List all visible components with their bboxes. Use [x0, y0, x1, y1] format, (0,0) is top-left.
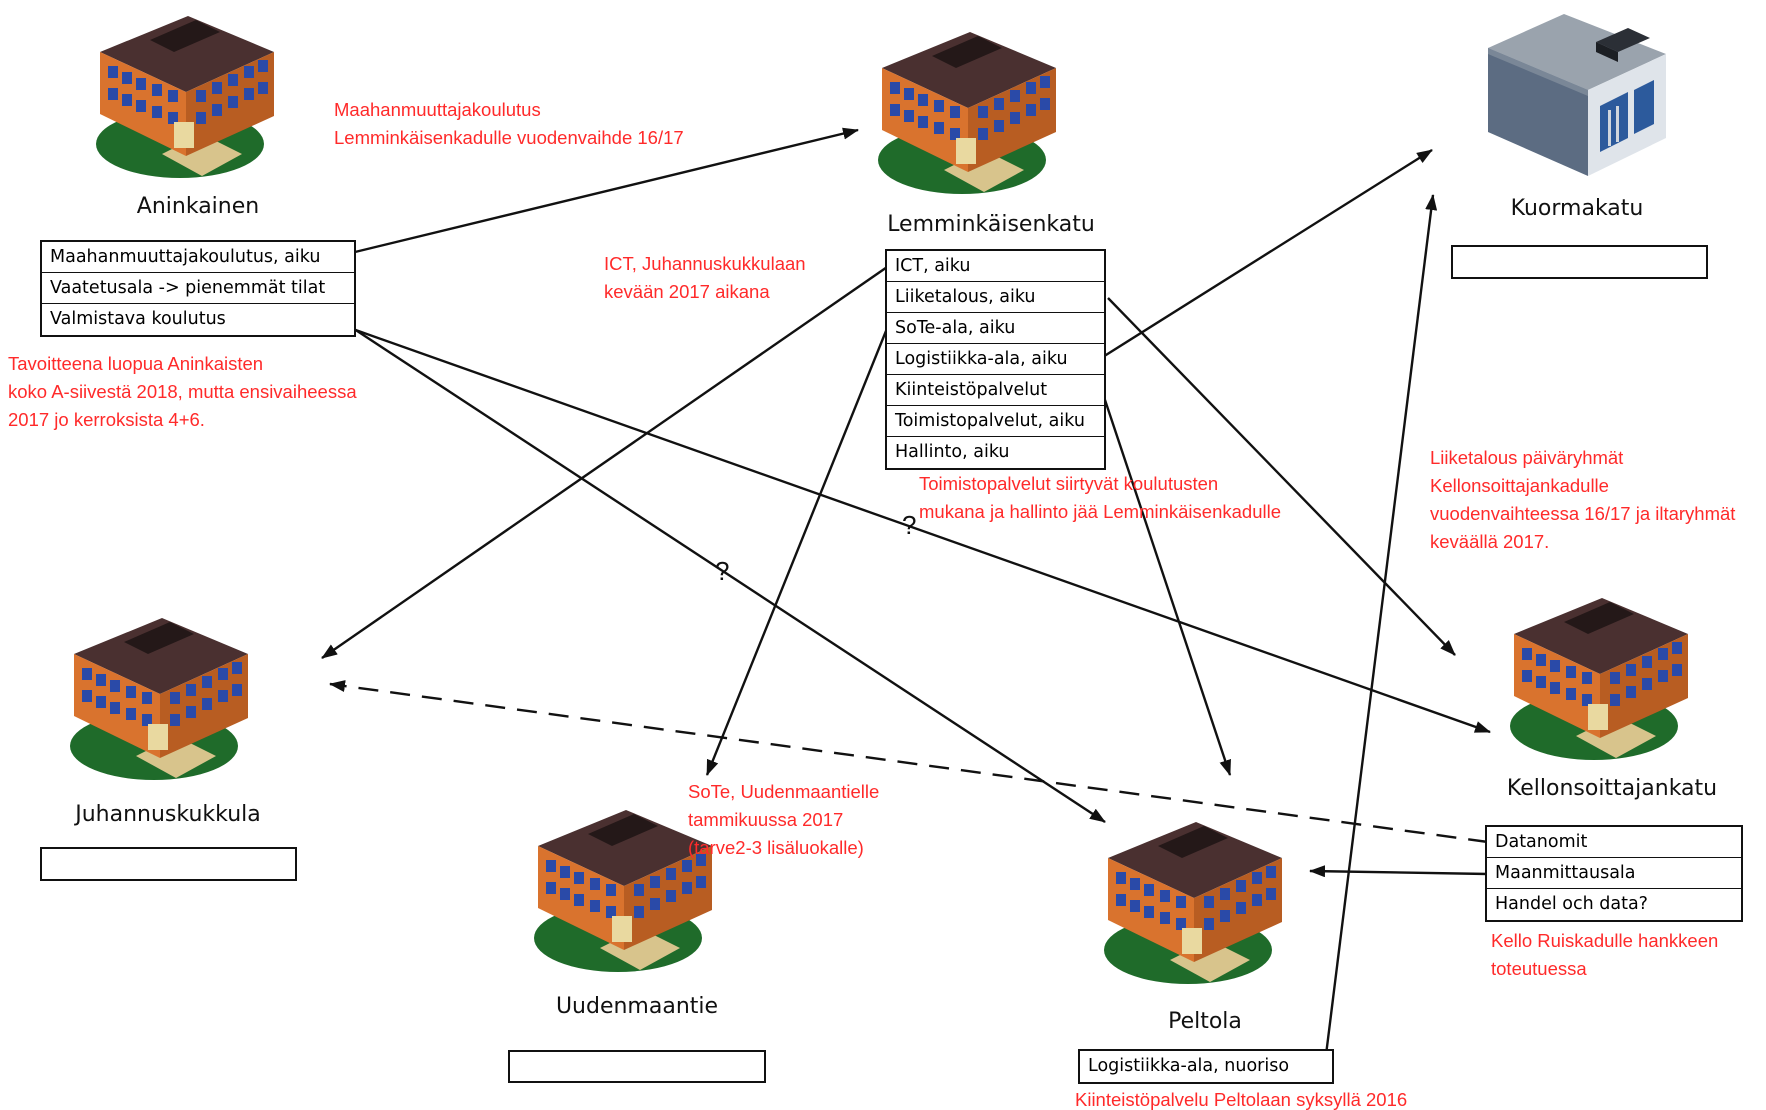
school-building-icon — [1510, 598, 1688, 760]
peltola-program-list: Logistiikka-ala, nuoriso — [1078, 1049, 1334, 1084]
school-building-icon — [1104, 822, 1282, 984]
note-maahanmuutto: Maahanmuuttajakoulutus Lemminkäisenkadul… — [334, 96, 684, 152]
question-mark: ? — [715, 556, 730, 586]
question-mark: ? — [902, 510, 917, 540]
list-item: SoTe-ala, aiku — [887, 313, 1104, 344]
note-line: tammikuussa 2017 — [688, 809, 844, 830]
note-kiinteisto: Kiinteistöpalvelu Peltolaan syksyllä 201… — [1075, 1090, 1407, 1110]
note-kello: Kello Ruiskadulle hankkeen toteutuessa — [1491, 927, 1718, 983]
juhannuskukkula-program-list — [40, 847, 297, 881]
list-item: Kiinteistöpalvelut — [887, 375, 1104, 406]
site-label-peltola: Peltola — [1168, 1009, 1242, 1034]
list-item: Logistiikka-ala, nuoriso — [1088, 1056, 1290, 1076]
arrow-maanmittaus-to-peltola — [1309, 865, 1489, 878]
site-label-kellonsoittajankatu: Kellonsoittajankatu — [1506, 776, 1718, 801]
kellonsoittajankatu-program-list: Datanomit Maanmittausala Handel och data… — [1485, 825, 1743, 922]
school-building-icon — [534, 810, 712, 972]
school-building-icon — [878, 32, 1056, 194]
note-liiketalous: Liiketalous päiväryhmät Kellonsoittajank… — [1430, 444, 1735, 556]
note-line: Kello Ruiskadulle hankkeen — [1491, 930, 1719, 951]
site-label-lemminkaisenkatu: Lemminkäisenkatu — [887, 212, 1095, 237]
list-item: Valmistava koulutus — [50, 309, 226, 329]
list-item: Vaatetusala -> pienemmät tilat — [42, 273, 354, 304]
arrow-logistiikka-to-kuormakatu — [1097, 148, 1433, 362]
arrow-aninkainen-to-lemminkaisenkatu — [354, 127, 859, 254]
note-line: mukana ja hallinto jää Lemminkäisenkadul… — [919, 501, 1281, 522]
note-line: keväällä 2017. — [1430, 531, 1550, 552]
note-line: Lemminkäisenkadulle vuodenvaihde 16/17 — [334, 127, 684, 148]
note-sote: SoTe, Uudenmaantielle tammikuussa 2017 (… — [688, 778, 879, 862]
list-item: Hallinto, aiku — [895, 442, 1010, 462]
list-item: Maahanmuuttajakoulutus, aiku — [42, 242, 354, 273]
note-line: Tavoitteena luopua Aninkaisten — [8, 353, 264, 374]
arrow-peltola-logistiikka-to-kuormakatu — [1324, 194, 1438, 1056]
site-label-uudenmaantie: Uudenmaantie — [555, 994, 719, 1019]
list-item: Liiketalous, aiku — [887, 282, 1104, 313]
arrow-kiinteisto-to-peltola — [1098, 384, 1232, 776]
list-item: Toimistopalvelut, aiku — [887, 406, 1104, 437]
note-line: (tarve2-3 lisäluokalle) — [688, 837, 864, 858]
note-line: kevään 2017 aikana — [604, 281, 770, 302]
arrow-ict-to-juhannuskukkula — [321, 264, 891, 659]
note-line: koko A-siivestä 2018, mutta ensivaiheess… — [8, 381, 357, 402]
arrow-valmistava-to-peltola — [344, 321, 1106, 824]
list-item: Maanmittausala — [1487, 858, 1741, 889]
warehouse-building-icon — [1488, 14, 1666, 176]
note-line: Kellonsoittajankadulle — [1430, 475, 1609, 496]
aninkainen-program-list: Maahanmuuttajakoulutus, aiku Vaatetusala… — [40, 240, 356, 337]
list-item: ICT, aiku — [887, 251, 1104, 282]
note-line: Liiketalous päiväryhmät — [1430, 447, 1624, 468]
site-label-aninkainen: Aninkainen — [136, 194, 260, 219]
note-tavoitteena: Tavoitteena luopua Aninkaisten koko A-si… — [8, 350, 357, 434]
note-ict: ICT, Juhannuskukkulaan kevään 2017 aikan… — [604, 250, 806, 306]
lemminkaisenkatu-program-list: ICT, aiku Liiketalous, aiku SoTe-ala, ai… — [885, 249, 1106, 470]
note-line: Kiinteistöpalvelu Peltolaan syksyllä 201… — [1075, 1089, 1408, 1110]
note-line: toteutuessa — [1491, 958, 1587, 979]
list-item: Datanomit — [1487, 827, 1741, 858]
kuormakatu-program-list — [1451, 245, 1708, 279]
note-toimisto: Toimistopalvelut siirtyvät koulutusten m… — [919, 470, 1281, 526]
arrow-sote-to-uudenmaantie — [705, 325, 890, 776]
school-building-icon — [70, 618, 248, 780]
uudenmaantie-program-list — [508, 1050, 766, 1083]
note-line: SoTe, Uudenmaantielle — [688, 781, 880, 802]
arrow-vaatetus-to-kellonsoittajankatu — [349, 326, 1491, 734]
site-label-juhannuskukkula: Juhannuskukkula — [75, 802, 261, 827]
list-item: Logistiikka-ala, aiku — [887, 344, 1104, 375]
arrow-liiketalous-to-kellonsoittajankatu — [1107, 297, 1456, 656]
note-line: ICT, Juhannuskukkulaan — [604, 253, 806, 274]
note-line: Maahanmuuttajakoulutus — [334, 99, 541, 120]
note-line: 2017 jo kerroksista 4+6. — [8, 409, 205, 430]
list-item: Handel och data? — [1495, 894, 1648, 914]
school-building-icon — [96, 16, 274, 178]
note-line: vuodenvaihteessa 16/17 ja iltaryhmät — [1430, 503, 1736, 524]
note-line: Toimistopalvelut siirtyvät koulutusten — [919, 473, 1219, 494]
site-label-kuormakatu: Kuormakatu — [1510, 196, 1644, 221]
arrow-datanomit-to-juhannuskukkula — [329, 680, 1489, 844]
